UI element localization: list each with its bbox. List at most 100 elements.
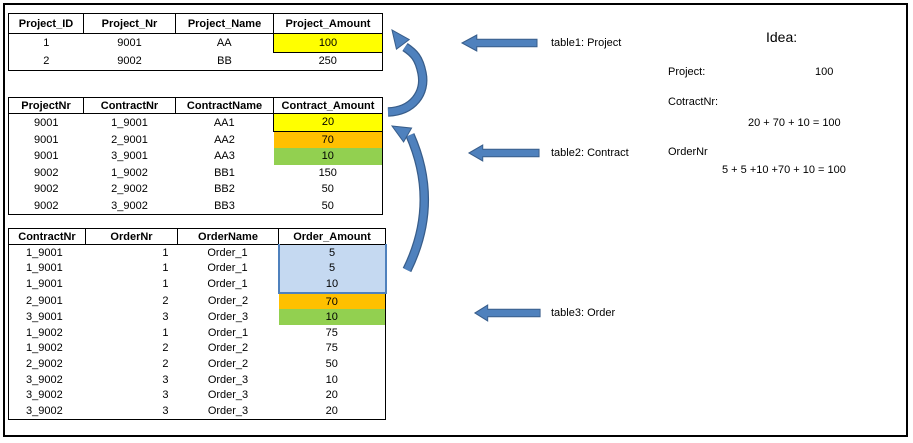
table-cell[interactable]: 3 — [162, 389, 169, 402]
table-cell[interactable]: 2_9001 — [111, 133, 148, 146]
table-cell[interactable]: 3_9002 — [26, 404, 63, 417]
table-cell[interactable]: AA2 — [214, 133, 235, 146]
table-cell[interactable]: Order_2 — [207, 295, 249, 308]
table-cell[interactable]: 9002 — [34, 183, 59, 196]
table-cell[interactable]: 3 — [162, 373, 169, 386]
column-header[interactable]: Order_Amount — [278, 228, 386, 245]
table-row: 3_9002 3 Order_3 20 — [9, 387, 386, 403]
table-cell[interactable]: 9002 — [34, 199, 59, 212]
table-cell[interactable]: 250 — [318, 55, 337, 68]
table-cell[interactable]: 2_9002 — [26, 357, 63, 370]
table-cell[interactable]: 1_9002 — [26, 326, 63, 339]
table-cell[interactable]: 1 — [162, 246, 169, 259]
table-cell[interactable]: 1 — [162, 262, 169, 275]
table-cell[interactable]: 20 — [325, 404, 338, 417]
idea-title: Idea: — [766, 29, 798, 45]
table-cell[interactable]: 20 — [273, 113, 383, 132]
table-cell[interactable]: 2 — [162, 357, 169, 370]
table-cell[interactable]: 9001 — [34, 133, 59, 146]
table-row: 1_9002 2 Order_2 75 — [9, 341, 386, 357]
column-header[interactable]: Project_Amount — [273, 13, 383, 34]
table-cell[interactable]: AA1 — [213, 116, 235, 129]
table-cell[interactable]: 1_9001 — [26, 262, 63, 275]
table-row: 2_9001 2 Order_2 70 — [9, 292, 386, 310]
table-cell[interactable]: 100 — [273, 33, 383, 53]
table-cell[interactable]: 9001 — [34, 150, 59, 163]
table-cell[interactable]: Order_1 — [207, 326, 249, 339]
table-cell[interactable]: 50 — [321, 183, 334, 196]
table-cell[interactable]: Order_3 — [207, 373, 249, 386]
table-cell[interactable]: 9002 — [34, 166, 59, 179]
table-cell[interactable]: 70 — [278, 292, 386, 310]
column-header[interactable]: Contract_Amount — [273, 97, 383, 114]
column-header[interactable]: OrderName — [177, 228, 279, 245]
table-cell[interactable]: 3 — [162, 404, 169, 417]
table-cell[interactable]: 1_9001 — [26, 246, 63, 259]
table-cell[interactable]: 75 — [325, 342, 338, 355]
table-cell[interactable]: 2 — [43, 55, 50, 67]
table-cell[interactable]: Order_1 — [207, 262, 248, 275]
table-cell[interactable]: 3_9001 — [26, 311, 63, 324]
table-cell[interactable]: 5 — [277, 244, 387, 261]
table-cell[interactable]: 75 — [325, 326, 338, 339]
table-cell[interactable]: 10 — [278, 309, 386, 325]
column-header[interactable]: OrderNr — [85, 228, 178, 245]
table-cell[interactable]: 9002 — [117, 55, 142, 67]
column-header[interactable]: ContractName — [175, 97, 274, 114]
table-cell[interactable]: Order_3 — [207, 404, 249, 417]
table-cell[interactable]: 1 — [162, 278, 169, 291]
table-cell[interactable]: 1_9001 — [111, 116, 148, 129]
table-cell[interactable]: BB2 — [214, 183, 235, 196]
table-cell[interactable]: 2_9001 — [26, 295, 63, 308]
table-cell[interactable]: 150 — [318, 166, 337, 179]
table-cell[interactable]: 50 — [321, 199, 334, 212]
table-cell[interactable]: AA3 — [214, 150, 235, 163]
column-header[interactable]: Project_Name — [175, 13, 274, 34]
table-cell[interactable]: 5 — [277, 260, 387, 277]
table-cell[interactable]: Order_3 — [207, 311, 249, 324]
table-cell[interactable]: 50 — [325, 357, 338, 370]
table-cell[interactable]: 1_9002 — [26, 342, 63, 355]
table-cell[interactable]: 1 — [43, 37, 50, 49]
table-cell[interactable]: 20 — [325, 389, 338, 402]
table-cell[interactable]: BB — [217, 55, 232, 67]
column-header[interactable]: ProjectNr — [8, 97, 84, 114]
table-cell[interactable]: 3_9002 — [26, 389, 63, 402]
table-cell[interactable]: 3_9001 — [111, 150, 148, 163]
table-cell[interactable]: 10 — [277, 276, 387, 294]
table-cell[interactable]: Order_1 — [207, 246, 248, 259]
table-cell[interactable]: 1_9001 — [26, 278, 63, 291]
column-header[interactable]: ContractNr — [83, 97, 176, 114]
table-row: 9001 1_9001 AA1 20 — [9, 113, 383, 132]
table-cell[interactable]: 1 — [162, 326, 169, 339]
table-cell[interactable]: Order_2 — [207, 357, 249, 370]
table-cell[interactable]: 2 — [162, 342, 169, 355]
table-cell[interactable]: Order_1 — [207, 278, 248, 291]
column-header[interactable]: Project_ID — [8, 13, 84, 34]
table-cell[interactable]: 1_9002 — [111, 166, 148, 179]
column-header[interactable]: ContractNr — [8, 228, 86, 245]
table-cell[interactable]: 3_9002 — [111, 199, 148, 212]
curved-arrow-order-to-contract-icon — [390, 125, 430, 273]
table-cell[interactable]: 2 — [162, 295, 169, 308]
idea-order-label: OrderNr — [668, 146, 708, 158]
table-cell[interactable]: 9001 — [117, 37, 142, 49]
idea-project-label: Project: — [668, 66, 706, 78]
column-header[interactable]: Project_Nr — [83, 13, 176, 34]
table-cell[interactable]: 70 — [273, 131, 383, 148]
table-cell[interactable]: Order_2 — [207, 342, 249, 355]
table-cell[interactable]: BB1 — [214, 166, 235, 179]
table-cell[interactable]: 3_9002 — [26, 373, 63, 386]
table-cell[interactable]: AA — [216, 37, 232, 49]
table-cell[interactable]: 2_9002 — [111, 183, 148, 196]
table-cell[interactable]: 10 — [325, 373, 338, 386]
table-cell[interactable]: Order_3 — [207, 389, 249, 402]
table-cell[interactable]: BB3 — [214, 199, 235, 212]
table-cell[interactable]: 10 — [273, 148, 383, 165]
table-cell[interactable]: 3 — [162, 311, 169, 324]
table-cell[interactable]: 9001 — [34, 116, 59, 129]
table-row: 3_9001 3 Order_3 10 — [9, 309, 386, 325]
